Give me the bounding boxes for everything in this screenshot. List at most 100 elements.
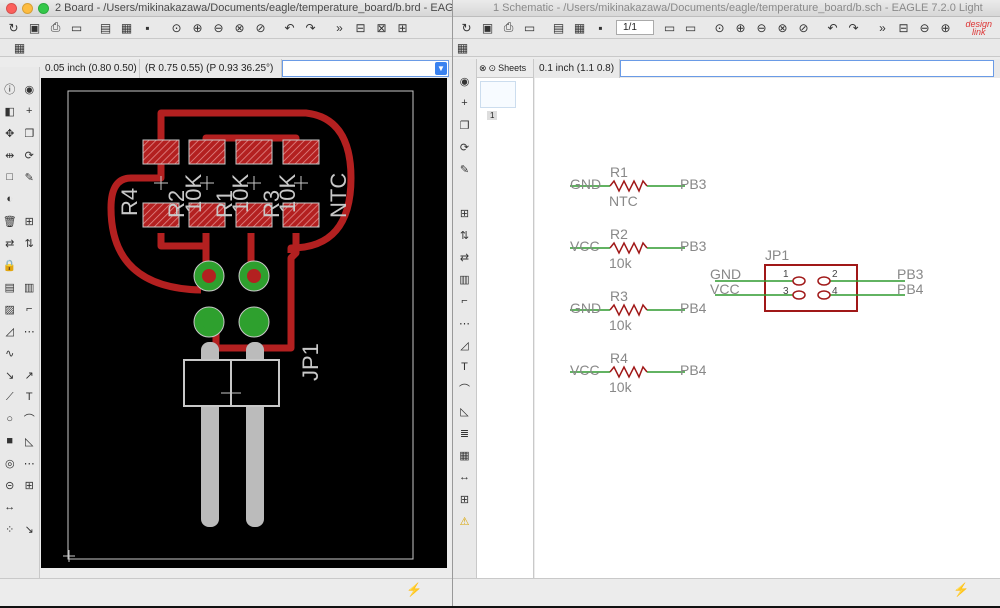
script-icon[interactable]: ▦: [573, 20, 586, 35]
bus-icon[interactable]: ≣: [459, 427, 470, 440]
text-icon[interactable]: T: [25, 391, 33, 403]
show-icon[interactable]: ◉: [24, 83, 35, 96]
paste-icon[interactable]: ◐: [6, 193, 14, 205]
mark-icon[interactable]: +: [461, 97, 468, 109]
copy-icon[interactable]: ❐: [459, 119, 470, 132]
ulp-icon[interactable]: ▪: [598, 20, 603, 35]
miter-icon[interactable]: ⌐: [461, 295, 468, 307]
auto-icon[interactable]: ↘: [24, 523, 34, 536]
lightning-icon[interactable]: ⚡: [406, 582, 423, 597]
mark-icon[interactable]: +: [26, 105, 33, 117]
lightning-icon[interactable]: ⚡: [953, 582, 970, 597]
go-icon[interactable]: ⊕: [940, 20, 951, 35]
rotate-icon[interactable]: ⟳: [459, 141, 470, 154]
arc-icon[interactable]: ⌒: [23, 414, 35, 426]
undo-icon[interactable]: ↶: [827, 20, 838, 35]
cam-icon[interactable]: ▭: [70, 20, 83, 35]
text-icon[interactable]: T: [461, 361, 468, 373]
lock-icon[interactable]: 🔒: [2, 259, 17, 272]
change-icon[interactable]: ✎: [459, 163, 470, 176]
sch-switch-icon[interactable]: ▤: [99, 20, 112, 35]
replace-icon[interactable]: ⇅: [459, 229, 470, 242]
save-icon[interactable]: ▣: [28, 20, 41, 35]
zoom-out-icon[interactable]: ⊖: [756, 20, 767, 35]
name-icon[interactable]: ▤: [4, 281, 15, 294]
rect-icon[interactable]: ■: [6, 435, 14, 447]
add-icon[interactable]: ⊞: [459, 207, 470, 220]
maximize-button[interactable]: [38, 2, 49, 14]
redraw-icon[interactable]: ⊘: [255, 20, 266, 35]
sheet-thumbnail[interactable]: [480, 81, 516, 108]
label-icon[interactable]: ▦: [459, 449, 470, 462]
zoom-select-icon[interactable]: ⊗: [234, 20, 245, 35]
sheet-selector[interactable]: 1/1: [616, 20, 654, 35]
copy-icon[interactable]: ❐: [24, 127, 35, 140]
zoom-in-icon[interactable]: ⊕: [735, 20, 746, 35]
open-icon[interactable]: ↻: [8, 20, 19, 35]
split-icon[interactable]: ◿: [460, 339, 469, 352]
grid-icon[interactable]: ▦: [13, 40, 26, 55]
optimize-icon[interactable]: ⋯: [23, 325, 35, 338]
zoom-fit-icon[interactable]: ⊙: [714, 20, 725, 35]
mirror-icon[interactable]: ⇹: [5, 149, 15, 162]
more-icon[interactable]: »: [336, 20, 343, 35]
ripup-icon[interactable]: ↗: [24, 369, 34, 382]
minimize-button[interactable]: [22, 2, 33, 14]
zoom-out-icon[interactable]: ⊖: [213, 20, 224, 35]
grid-icon[interactable]: ▦: [456, 40, 469, 55]
move-icon[interactable]: ✥: [5, 127, 15, 140]
group-icon[interactable]: □: [6, 171, 14, 183]
dimension-icon[interactable]: ↔: [4, 501, 16, 513]
info-icon[interactable]: ⓘ: [4, 84, 16, 96]
schematic-canvas[interactable]: GND R1 PB3 NTC VCC R2 PB3 10k GND: [535, 78, 1000, 578]
zoom-select-icon[interactable]: ⊗: [777, 20, 788, 35]
replace-icon[interactable]: ⇅: [24, 237, 34, 250]
polygon-icon[interactable]: ◺: [25, 435, 34, 448]
command-input[interactable]: ▼: [282, 60, 449, 77]
split-icon[interactable]: ◿: [5, 325, 14, 338]
redo-icon[interactable]: ↷: [305, 20, 316, 35]
wire-icon[interactable]: ⟋: [5, 390, 14, 403]
smash-icon[interactable]: ▨: [4, 303, 15, 316]
board-canvas[interactable]: R4 R2 R1 R3 10K 10K 10K NTC JP1: [41, 78, 447, 568]
erc-icon[interactable]: ⊟: [898, 20, 909, 35]
script-icon[interactable]: ▦: [120, 20, 133, 35]
via-icon[interactable]: ◎: [4, 457, 15, 470]
more-icon[interactable]: »: [879, 20, 886, 35]
open-icon[interactable]: ↻: [461, 20, 472, 35]
hole-icon[interactable]: ⊝: [5, 479, 15, 492]
display-icon[interactable]: ◧: [4, 105, 15, 118]
zoom-fit-icon[interactable]: ⊙: [171, 20, 182, 35]
board-switch-icon[interactable]: ▤: [552, 20, 565, 35]
gateswap-icon[interactable]: ⇄: [459, 251, 470, 264]
sheet-prev-icon[interactable]: ▭: [684, 20, 697, 35]
junction-icon[interactable]: ↔: [459, 471, 470, 483]
sheet-new-icon[interactable]: ▭: [663, 20, 676, 35]
save-icon[interactable]: ▣: [481, 20, 494, 35]
meander-icon[interactable]: ∿: [5, 347, 15, 360]
zoom-in-icon[interactable]: ⊕: [192, 20, 203, 35]
attribute-icon[interactable]: ⊞: [24, 479, 34, 492]
delete-icon[interactable]: 🗑: [2, 215, 17, 228]
ulp-icon[interactable]: ▪: [145, 20, 150, 35]
show-icon[interactable]: ◉: [459, 75, 470, 88]
route-icon[interactable]: ↘: [5, 369, 15, 382]
add-icon[interactable]: ⊞: [24, 215, 34, 228]
circle-icon[interactable]: ○: [6, 413, 14, 425]
undo-icon[interactable]: ↶: [284, 20, 295, 35]
change-icon[interactable]: ✎: [24, 171, 34, 184]
autoroute-icon[interactable]: ⊞: [397, 20, 408, 35]
value-icon[interactable]: ▥: [24, 281, 35, 294]
arc-icon[interactable]: ⌒: [459, 384, 470, 396]
warning-icon[interactable]: ⚠: [459, 515, 470, 528]
print-icon[interactable]: ⎙: [50, 20, 61, 34]
value-icon[interactable]: ▥: [459, 273, 470, 286]
stop-icon[interactable]: ⊖: [919, 20, 930, 35]
drc-icon[interactable]: ⊟: [355, 20, 366, 35]
ratsnest-icon[interactable]: ⊠: [376, 20, 387, 35]
rotate-icon[interactable]: ⟳: [24, 149, 34, 162]
pinswap-icon[interactable]: ⇄: [5, 237, 15, 250]
close-button[interactable]: [6, 2, 17, 14]
ratsnest-tool-icon[interactable]: ⁘: [5, 523, 15, 536]
